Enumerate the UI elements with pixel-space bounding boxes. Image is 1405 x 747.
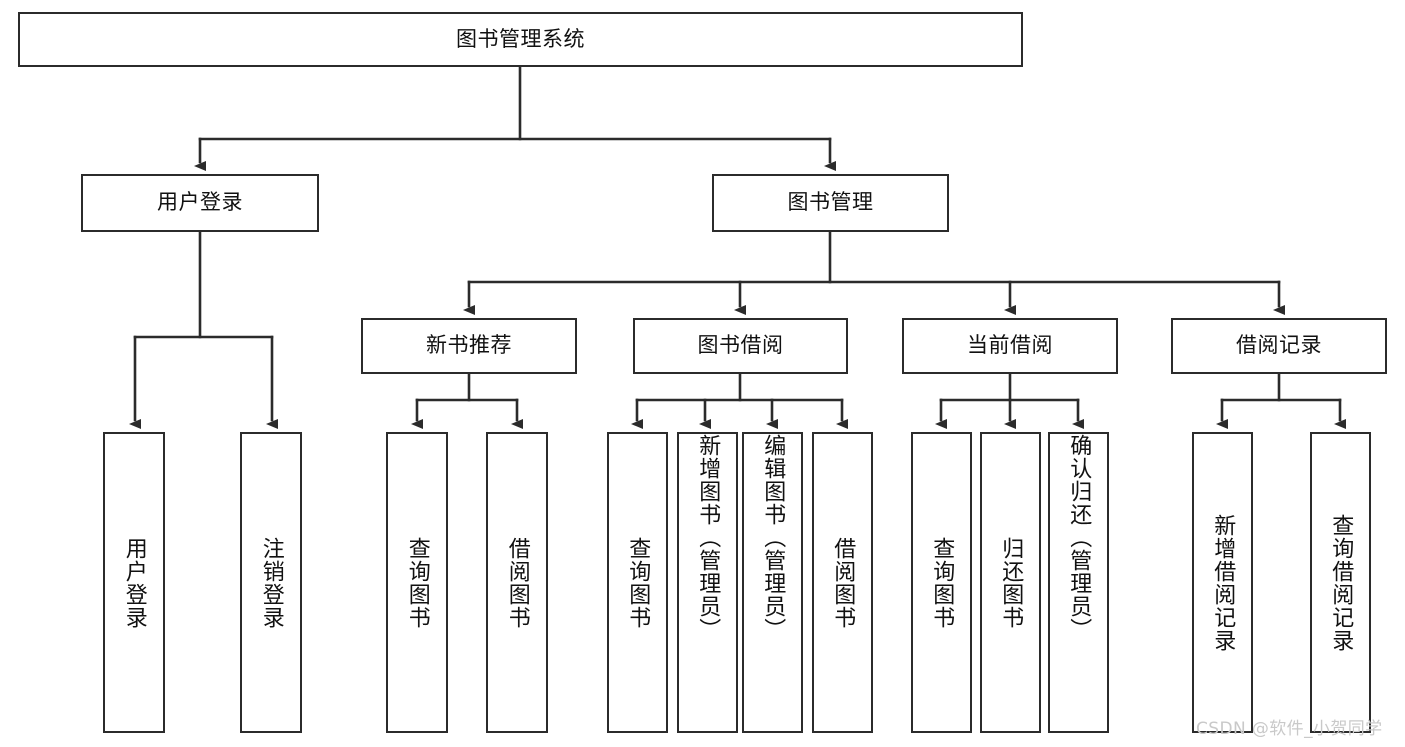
leaf-logout[interactable]: 注销登录	[240, 432, 302, 733]
node-borrow-record[interactable]: 借阅记录	[1171, 318, 1387, 374]
node-label: 归还图书	[998, 536, 1024, 629]
node-root[interactable]: 图书管理系统	[18, 12, 1023, 67]
node-label: 图书管理	[787, 190, 874, 215]
node-label: 用户登录	[121, 536, 147, 629]
leaf-return-book[interactable]: 归还图书	[980, 432, 1041, 733]
node-label: 当前借阅	[967, 333, 1053, 358]
leaf-query-borrow-record[interactable]: 查询借阅记录	[1310, 432, 1371, 733]
leaf-user-login[interactable]: 用户登录	[103, 432, 165, 733]
node-label: 注销登录	[258, 536, 284, 629]
node-user-login[interactable]: 用户登录	[81, 174, 319, 232]
leaf-borrow-book[interactable]: 借阅图书	[812, 432, 873, 733]
leaf-edit-book-admin[interactable]: 编辑图书（管理员）	[742, 432, 803, 733]
node-label: 图书管理系统	[456, 26, 585, 51]
node-label: 借阅记录	[1236, 333, 1322, 358]
leaf-borrow-book-recommend[interactable]: 借阅图书	[486, 432, 548, 733]
node-label: 查询图书	[929, 536, 955, 629]
node-label: 查询图书	[404, 536, 430, 629]
leaf-add-book-admin[interactable]: 新增图书（管理员）	[677, 432, 738, 733]
leaf-query-book-recommend[interactable]: 查询图书	[386, 432, 448, 733]
node-label: 查询借阅记录	[1328, 513, 1354, 652]
node-label: 编辑图书（管理员）	[760, 434, 786, 641]
node-current-borrow[interactable]: 当前借阅	[902, 318, 1118, 374]
node-label: 图书借阅	[697, 333, 784, 358]
leaf-query-book-borrow[interactable]: 查询图书	[607, 432, 668, 733]
node-book-borrow[interactable]: 图书借阅	[633, 318, 848, 374]
node-label: 新增图书（管理员）	[695, 434, 721, 641]
node-label: 确认归还（管理员）	[1066, 434, 1092, 641]
node-label: 新增借阅记录	[1210, 513, 1236, 652]
node-label: 新书推荐	[426, 333, 512, 358]
node-label: 借阅图书	[830, 536, 856, 629]
node-book-management[interactable]: 图书管理	[712, 174, 949, 232]
csdn-watermark: CSDN @软件_小贺同学	[1196, 719, 1383, 739]
node-label: 借阅图书	[504, 536, 530, 629]
node-new-book-recommend[interactable]: 新书推荐	[361, 318, 577, 374]
node-label: 用户登录	[157, 190, 243, 215]
node-label: 查询图书	[625, 536, 651, 629]
leaf-query-book-current[interactable]: 查询图书	[911, 432, 972, 733]
leaf-add-borrow-record[interactable]: 新增借阅记录	[1192, 432, 1253, 733]
leaf-confirm-return-admin[interactable]: 确认归还（管理员）	[1048, 432, 1109, 733]
